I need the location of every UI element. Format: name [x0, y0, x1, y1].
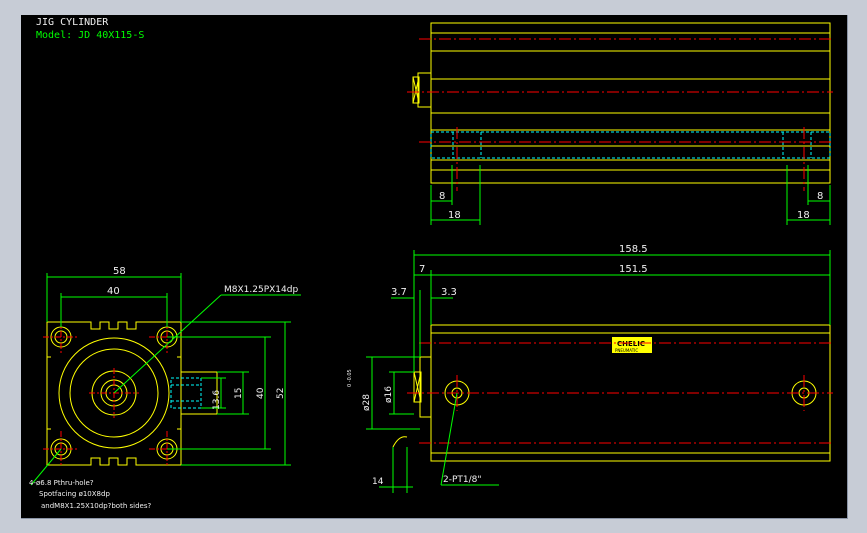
side-view-centerlines [407, 342, 833, 444]
dim-width-58: 58 [113, 266, 126, 277]
dim-height-52: 52 [276, 388, 286, 399]
dim-rod-14: 14 [372, 477, 384, 487]
dim-top-right-18: 18 [797, 210, 810, 221]
cad-viewport[interactable]: 8 18 8 18 CHELIC PNEUMATIC [21, 15, 848, 519]
top-view [412, 22, 831, 184]
hole-note-1: 4-ø6.8 Pthru-hole? [29, 479, 94, 487]
dim-dia-16: ø16 [384, 386, 394, 403]
nameplate-brand: CHELIC [617, 340, 645, 348]
dim-offset-7: 7 [419, 264, 425, 275]
drawing-model: Model: JD 40X115-S [36, 30, 145, 41]
dim-top-left-18: 18 [448, 210, 461, 221]
port-label: 2-PT1/8" [443, 475, 482, 485]
side-view-dims [366, 250, 831, 493]
end-view-hidden [170, 377, 202, 409]
dim-top-left-8: 8 [439, 191, 445, 202]
thread-label: M8X1.25PX14dp [224, 285, 298, 295]
dim-dia-28: ø28 [362, 394, 372, 411]
dim-height-13-6: 13.6 [212, 390, 222, 410]
top-view-body [430, 22, 831, 184]
end-view-dims [30, 273, 301, 486]
dim-overall-158-5: 158.5 [619, 244, 648, 255]
drawing-title: JIG CYLINDER [36, 17, 109, 28]
nameplate-sub: PNEUMATIC [615, 348, 638, 353]
dim-offset-3-7: 3.7 [391, 287, 407, 298]
nameplate [612, 337, 652, 353]
top-view-hidden [430, 131, 831, 159]
dim-dia-28-tol: 0 -0.05 [347, 369, 353, 387]
dim-height-15: 15 [234, 388, 244, 399]
title-block: JIG CYLINDER Model: JD 40X115-S [36, 16, 144, 42]
dim-height-40: 40 [256, 387, 266, 399]
end-view [46, 321, 218, 466]
dim-body-151-5: 151.5 [619, 264, 648, 275]
dim-width-40: 40 [107, 286, 120, 297]
hole-note-3: andM8X1.25X10dp?both sides? [41, 502, 151, 510]
hole-note-2: Spotfacing ø10X8dp [39, 490, 110, 498]
drawing-canvas: 8 18 8 18 CHELIC PNEUMATIC [29, 22, 833, 510]
top-view-centerlines [407, 38, 833, 191]
top-view-dims [430, 165, 831, 225]
dim-offset-3-3: 3.3 [441, 287, 457, 298]
rod-end [417, 72, 432, 108]
dim-top-right-8: 8 [817, 191, 823, 202]
